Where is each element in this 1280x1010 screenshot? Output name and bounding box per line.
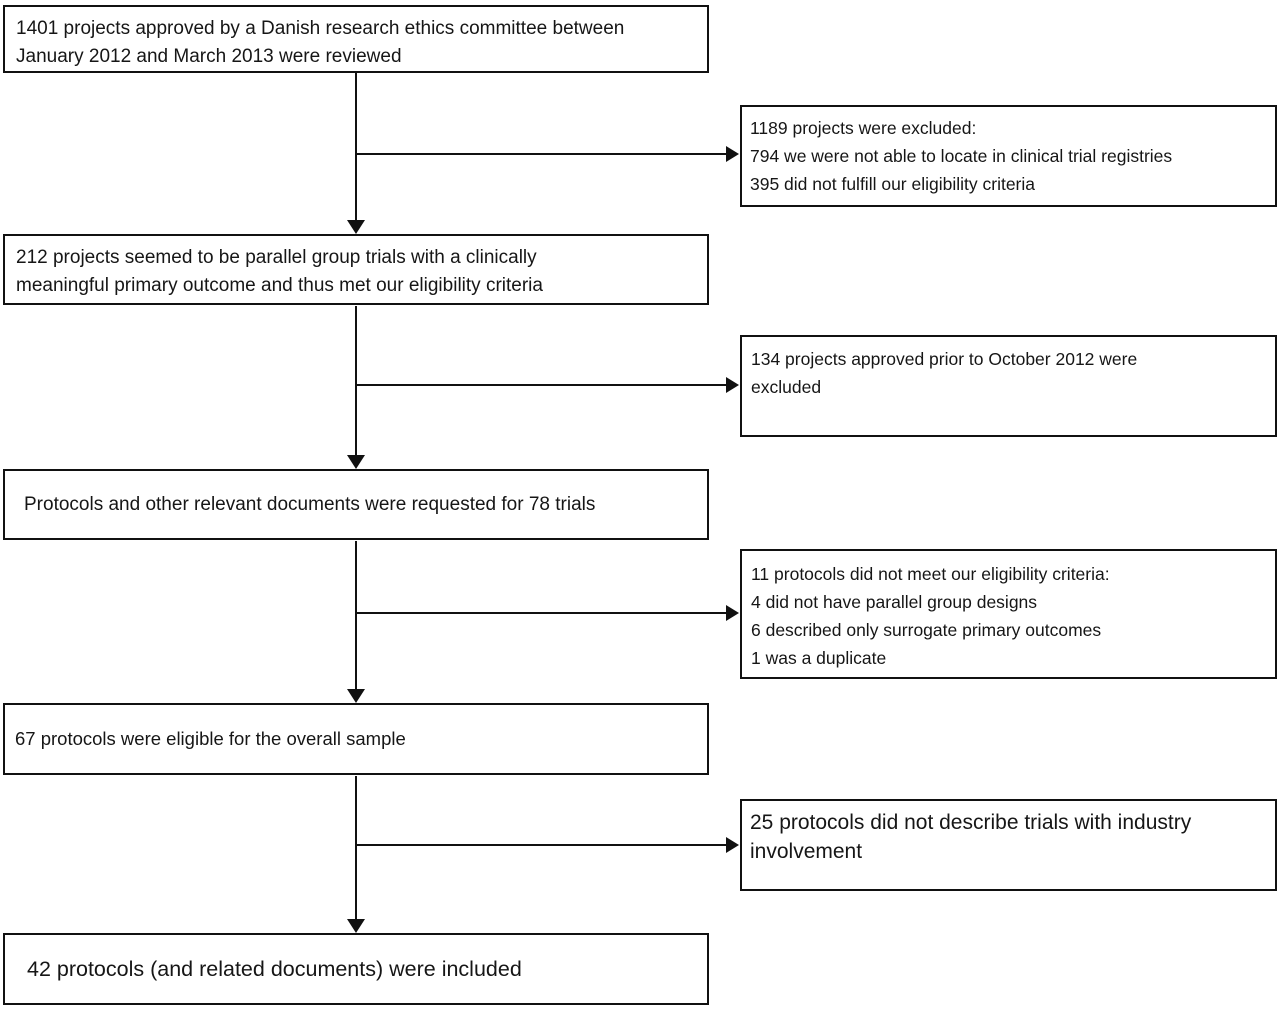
flow-box-text-line: Protocols and other relevant documents w… [24,493,596,515]
flow-box-protocols-eligible: 67 protocols were eligible for the overa… [3,703,709,775]
arrow-right-icon [726,377,739,393]
exclusion-box-11-protocols: 11 protocols did not meet our eligibilit… [740,549,1277,679]
exclusion-box-text-line: 134 projects approved prior to October 2… [751,349,1138,369]
flow-box-protocols-requested: Protocols and other relevant documents w… [3,469,709,540]
exclusion-box-text-line: 1189 projects were excluded: [750,118,977,138]
flow-box-text-line: 67 protocols were eligible for the overa… [15,728,406,749]
arrow-down-icon [347,455,365,469]
flow-box-text-line: 212 projects seemed to be parallel group… [16,247,537,268]
flow-box-text-line: January 2012 and March 2013 were reviewe… [16,46,402,67]
exclusion-box-25-protocols: 25 protocols did not describe trials wit… [740,799,1277,891]
flow-box-text-line: 1401 projects approved by a Danish resea… [16,18,625,39]
flow-box-text-line: 42 protocols (and related documents) wer… [27,957,522,981]
flow-box-text-line: meaningful primary outcome and thus met … [16,275,543,296]
connector-line-horizontal [357,844,727,846]
arrow-down-icon [347,220,365,234]
arrow-down-icon [347,919,365,933]
connector-line-horizontal [357,384,727,386]
exclusion-box-134-projects: 134 projects approved prior to October 2… [740,335,1277,437]
connector-line-horizontal [357,612,727,614]
exclusion-box-text-line: 11 protocols did not meet our eligibilit… [751,564,1110,584]
flow-box-projects-reviewed: 1401 projects approved by a Danish resea… [3,5,709,73]
flow-box-met-eligibility: 212 projects seemed to be parallel group… [3,234,709,305]
exclusion-box-text-line: 6 described only surrogate primary outco… [751,620,1102,640]
exclusion-box-1189-projects: 1189 projects were excluded: 794 we were… [740,105,1277,207]
exclusion-box-text-line: 25 protocols did not describe trials wit… [750,811,1192,834]
exclusion-box-text-line: involvement [750,840,863,863]
exclusion-box-text-line: 1 was a duplicate [751,648,887,668]
arrow-right-icon [726,146,739,162]
exclusion-box-text-line: excluded [751,377,822,397]
connector-line-vertical [355,776,357,920]
connector-line-vertical [355,541,357,690]
arrow-right-icon [726,605,739,621]
exclusion-box-text-line: 4 did not have parallel group designs [751,592,1038,612]
exclusion-box-text-line: 794 we were not able to locate in clinic… [750,146,1173,166]
flow-box-protocols-included: 42 protocols (and related documents) wer… [3,933,709,1005]
connector-line-horizontal [357,153,727,155]
arrow-right-icon [726,837,739,853]
connector-line-vertical [355,73,357,221]
connector-line-vertical [355,306,357,456]
exclusion-box-text-line: 395 did not fulfill our eligibility crit… [750,174,1035,194]
arrow-down-icon [347,689,365,703]
